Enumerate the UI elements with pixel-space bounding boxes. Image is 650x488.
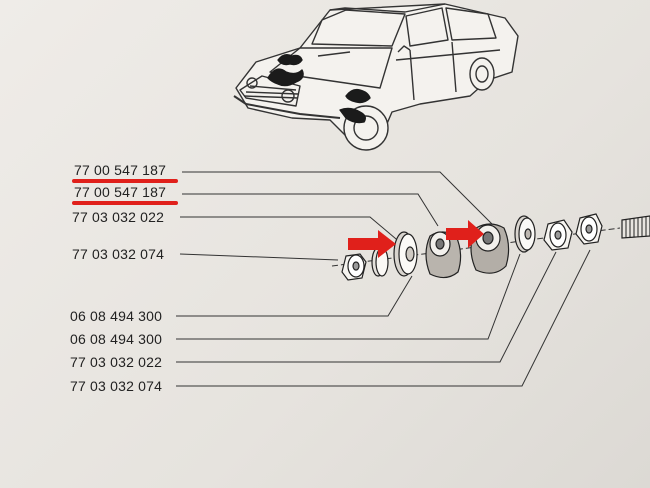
washer-right (514, 215, 536, 253)
red-arrow-icon (446, 220, 484, 248)
part-number-label-8: 77 03 032 074 (70, 378, 163, 394)
part-number-label-1: 77 00 547 187 (74, 162, 167, 178)
part-number-label-7: 77 03 032 022 (70, 354, 163, 370)
part-number-label-6: 06 08 494 300 (70, 331, 163, 347)
part-number-label-4: 77 03 032 074 (72, 246, 165, 262)
part-number-label-3: 77 03 032 022 (72, 209, 165, 225)
leader-lines (176, 171, 621, 387)
red-arrow-icon (348, 230, 396, 258)
nut-left (341, 253, 367, 281)
part-number-label-2: 77 00 547 187 (74, 184, 167, 200)
cup-washer (393, 231, 418, 277)
rubber-bushing-1 (425, 231, 462, 279)
nut-right-1 (543, 219, 573, 251)
car-illustration (233, 3, 519, 151)
part-number-label-5: 06 08 494 300 (70, 308, 163, 324)
red-underline (72, 179, 178, 183)
threaded-stud (621, 215, 650, 239)
nut-right-2 (575, 213, 603, 245)
red-underline (72, 201, 178, 205)
